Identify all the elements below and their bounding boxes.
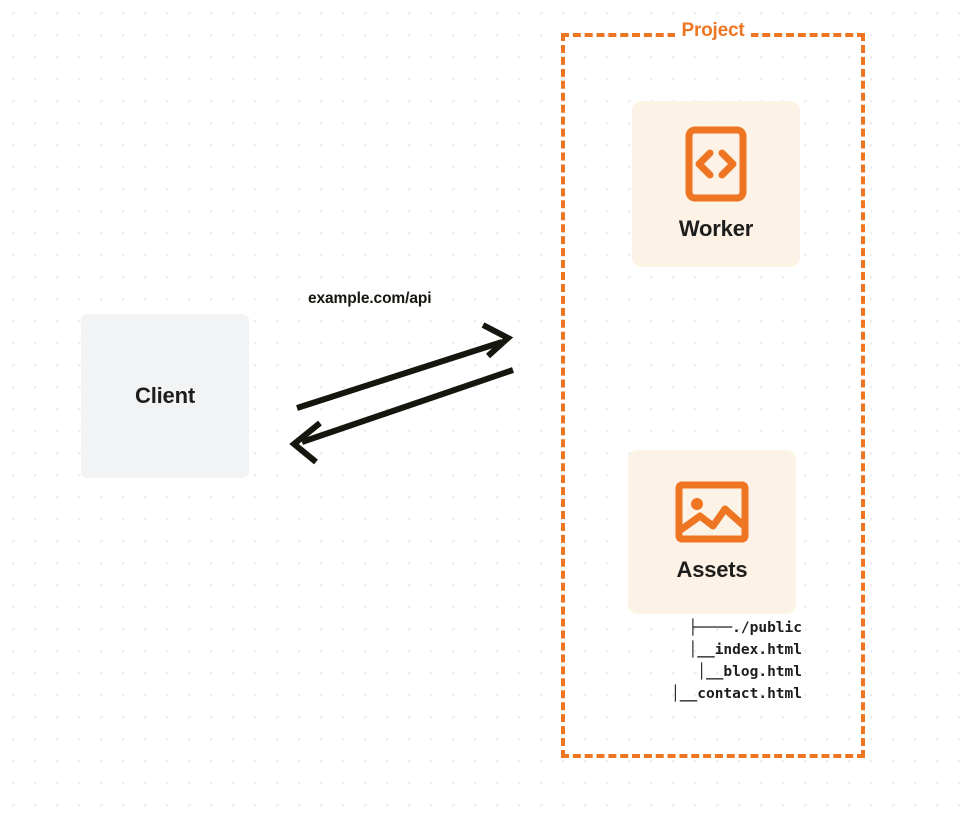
file-tree-branch-glyph: │__ (671, 686, 698, 702)
code-brackets-icon (685, 126, 747, 202)
file-tree-item-name: contact.html (697, 686, 802, 702)
file-tree-branch-glyph: │__ (697, 664, 724, 680)
client-node[interactable]: Client (81, 314, 249, 478)
connector-arrows (289, 322, 514, 465)
request-arrow (296, 322, 514, 411)
worker-card-label: Worker (678, 216, 754, 241)
file-tree-branch-glyph: │__ (688, 642, 715, 658)
file-tree-item-name: blog.html (723, 664, 802, 680)
client-node-label: Client (135, 383, 195, 408)
assets-card-label: Assets (676, 557, 748, 582)
project-title-text: Project (675, 20, 751, 41)
response-arrow (289, 367, 514, 465)
file-tree-item-name: index.html (714, 642, 802, 658)
project-title-label: Project (561, 20, 865, 42)
file-tree-branch-glyph: ├──── (688, 620, 733, 636)
file-tree-root-row: ├──── ./public (606, 617, 803, 639)
assets-file-tree: ├──── ./public │__ index.html │__ blog.h… (606, 617, 802, 705)
connection-label: example.com/api (308, 290, 432, 307)
file-tree-row: │__ contact.html (606, 683, 802, 705)
image-photo-icon (675, 481, 749, 543)
worker-card[interactable]: Worker (632, 101, 800, 267)
file-tree-row: │__ index.html (606, 639, 802, 661)
file-tree-root-name: ./public (732, 620, 802, 636)
assets-card[interactable]: Assets (628, 450, 796, 614)
file-tree-row: │__ blog.html (606, 661, 802, 683)
